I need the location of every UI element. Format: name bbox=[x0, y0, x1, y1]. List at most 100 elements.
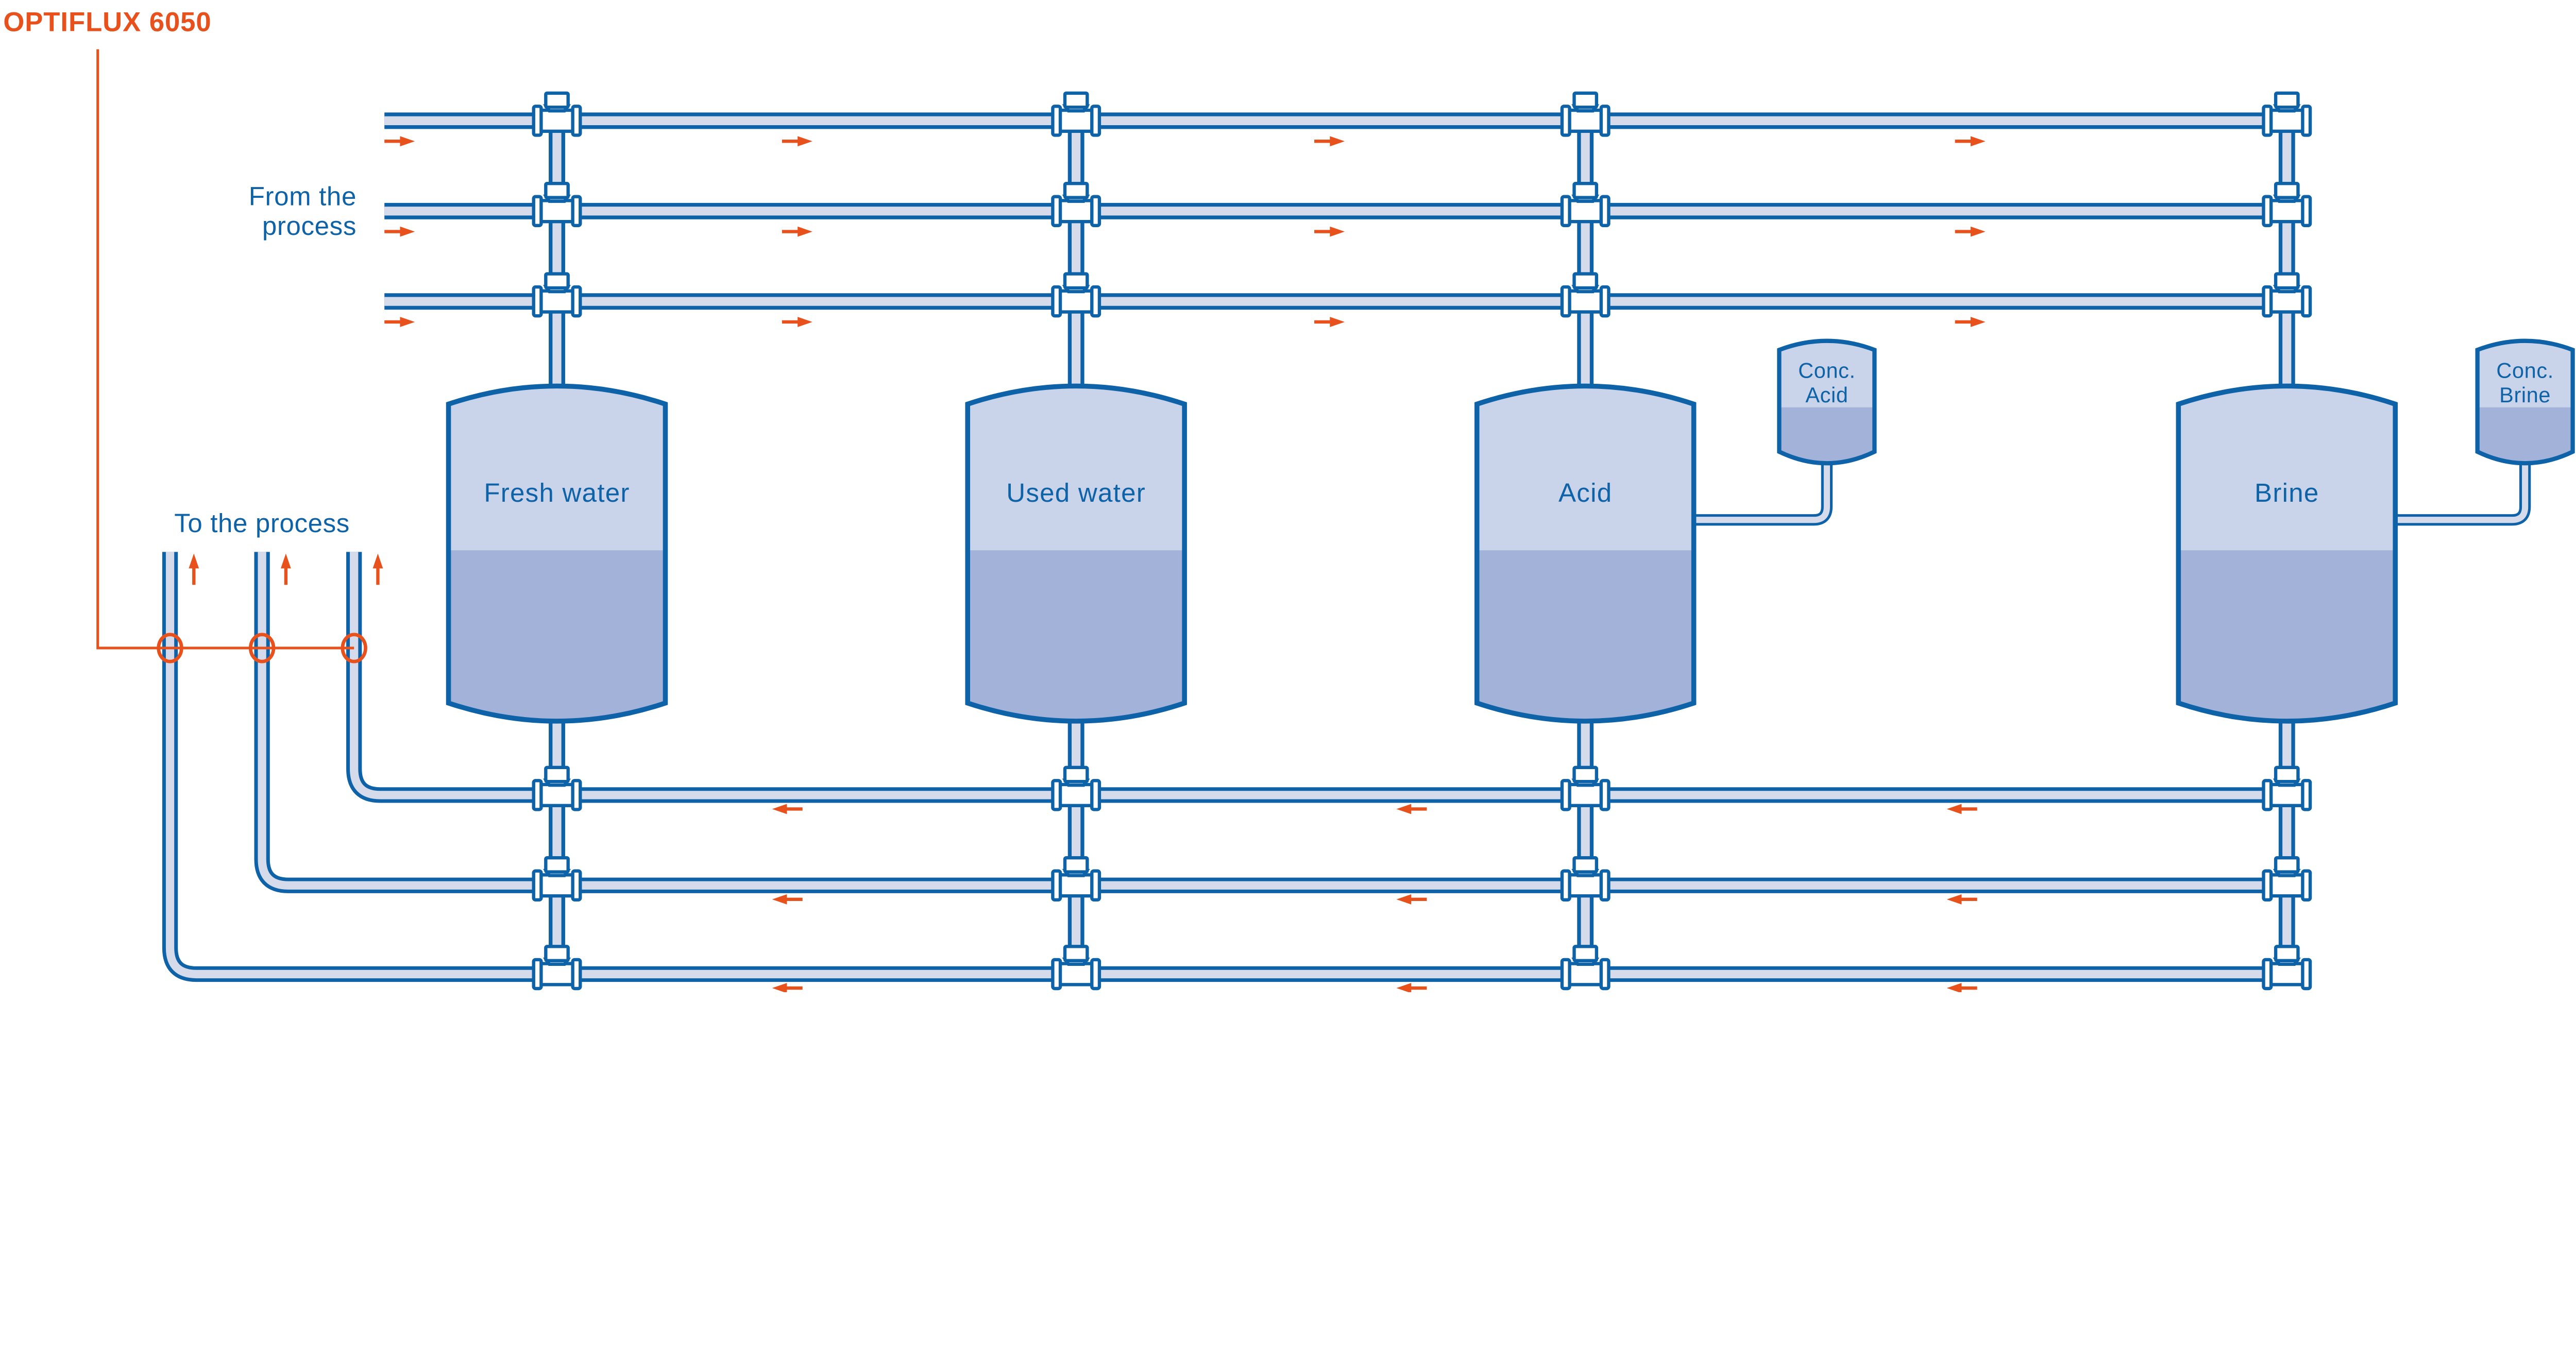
valve-flange-left bbox=[532, 869, 543, 901]
arrow-head bbox=[280, 553, 291, 569]
valve-cap bbox=[1572, 272, 1599, 290]
valve bbox=[1051, 856, 1101, 901]
dosing-pipe-core bbox=[2390, 451, 2529, 523]
arrow-head bbox=[1396, 804, 1412, 814]
valve-flange-right bbox=[1599, 958, 1611, 991]
valve-flange-left bbox=[1560, 779, 1571, 811]
valve-flange-left bbox=[2262, 195, 2273, 228]
valve-flange-right bbox=[1599, 285, 1611, 318]
tank-liquid bbox=[2178, 550, 2396, 721]
tank-outline bbox=[1474, 383, 1697, 724]
arrow-head bbox=[372, 553, 383, 569]
valve-flange-right bbox=[2301, 869, 2312, 901]
valve-flange-left bbox=[1560, 105, 1571, 137]
flowmeter-annotation-layer bbox=[96, 49, 367, 664]
valve bbox=[532, 765, 582, 811]
arrow-head bbox=[1330, 317, 1345, 327]
valve-cap bbox=[2274, 765, 2300, 784]
arrow-head bbox=[1970, 136, 1986, 147]
valve-cap bbox=[2274, 91, 2300, 109]
valve-flange-left bbox=[1051, 285, 1062, 318]
valve-cap bbox=[1572, 91, 1599, 109]
flow-arrow-right bbox=[782, 136, 812, 147]
arrow-head bbox=[1946, 804, 1962, 814]
valve-flange-right bbox=[2301, 105, 2312, 137]
dosing-tank-outline bbox=[2475, 338, 2575, 466]
valve-flange-left bbox=[1560, 869, 1571, 901]
valve-cap bbox=[1063, 181, 1089, 199]
tank-used-water: Used water bbox=[965, 383, 1187, 724]
valve bbox=[532, 91, 582, 137]
valve bbox=[2262, 91, 2312, 137]
tank-outline bbox=[2176, 383, 2398, 724]
valve-cap bbox=[544, 272, 570, 290]
valve-flange-right bbox=[1090, 105, 1101, 137]
valve-body bbox=[537, 782, 577, 807]
flow-arrow-left bbox=[1946, 804, 1977, 814]
flowmeter-circle bbox=[341, 633, 367, 664]
dosing-tank-liquid bbox=[2477, 407, 2573, 464]
valve-cap bbox=[1572, 945, 1599, 962]
tank-label: Brine bbox=[2255, 478, 2319, 507]
valve-flange-left bbox=[532, 958, 543, 991]
valve-flange-right bbox=[2301, 195, 2312, 228]
dosing-pipe-core bbox=[1689, 451, 1830, 523]
tank-label: Fresh water bbox=[484, 478, 630, 507]
valve-flange-left bbox=[2262, 869, 2273, 901]
valve-body bbox=[537, 199, 577, 224]
valve bbox=[1560, 181, 1611, 228]
valve bbox=[1560, 91, 1611, 137]
return-pipes-layer bbox=[162, 552, 2297, 982]
valve bbox=[1560, 856, 1611, 901]
valve-flange-left bbox=[2262, 779, 2273, 811]
flow-arrow-right bbox=[1314, 136, 1345, 147]
valve bbox=[1560, 765, 1611, 811]
flow-arrows-layer bbox=[189, 136, 1986, 993]
return-pipe-core bbox=[258, 552, 2297, 890]
valve-flange-left bbox=[1560, 958, 1571, 991]
valve-flange-left bbox=[2262, 958, 2273, 991]
valve-flange-left bbox=[1560, 195, 1571, 228]
valve bbox=[532, 856, 582, 901]
valve-cap bbox=[2274, 856, 2300, 874]
flow-arrow-left bbox=[1396, 983, 1427, 993]
valve-body bbox=[2267, 962, 2307, 986]
valve-flange-right bbox=[1599, 195, 1611, 228]
tank-riser-pipes-layer bbox=[549, 121, 2295, 974]
valve bbox=[1560, 272, 1611, 318]
valve bbox=[1051, 765, 1101, 811]
flow-arrow-right bbox=[1314, 317, 1345, 327]
valve-flange-right bbox=[571, 105, 582, 137]
arrow-head bbox=[1946, 983, 1962, 993]
valve-flange-right bbox=[1090, 869, 1101, 901]
valve-body bbox=[1565, 289, 1605, 314]
arrow-head bbox=[798, 317, 812, 327]
valve-flange-left bbox=[1051, 958, 1062, 991]
dosing-tank-outline bbox=[1777, 338, 1877, 466]
valve bbox=[2262, 765, 2312, 811]
supply-pipes-layer bbox=[384, 112, 2297, 310]
valve-flange-right bbox=[571, 779, 582, 811]
flow-arrow-up bbox=[372, 553, 383, 585]
from-process-label-line2: process bbox=[262, 211, 357, 241]
valve bbox=[1051, 945, 1101, 991]
dosing-tank-liquid bbox=[1779, 407, 1875, 464]
flow-arrow-right bbox=[782, 317, 812, 327]
arrow-head bbox=[1970, 317, 1986, 327]
valve-cap bbox=[1572, 181, 1599, 199]
arrow-head bbox=[798, 136, 812, 147]
valve-body bbox=[537, 962, 577, 986]
valves-layer bbox=[532, 91, 2312, 991]
arrow-head bbox=[798, 226, 812, 237]
flow-arrow-left bbox=[1396, 894, 1427, 905]
to-process-label: To the process bbox=[174, 508, 350, 538]
sensor-connector-line bbox=[96, 49, 354, 650]
valve-flange-right bbox=[2301, 958, 2312, 991]
valve-body bbox=[1565, 962, 1605, 986]
arrow-head bbox=[1330, 136, 1345, 147]
arrow-head bbox=[772, 894, 787, 905]
valve-flange-left bbox=[2262, 105, 2273, 137]
flow-arrow-left bbox=[772, 983, 803, 993]
flow-arrow-right bbox=[1955, 136, 1986, 147]
